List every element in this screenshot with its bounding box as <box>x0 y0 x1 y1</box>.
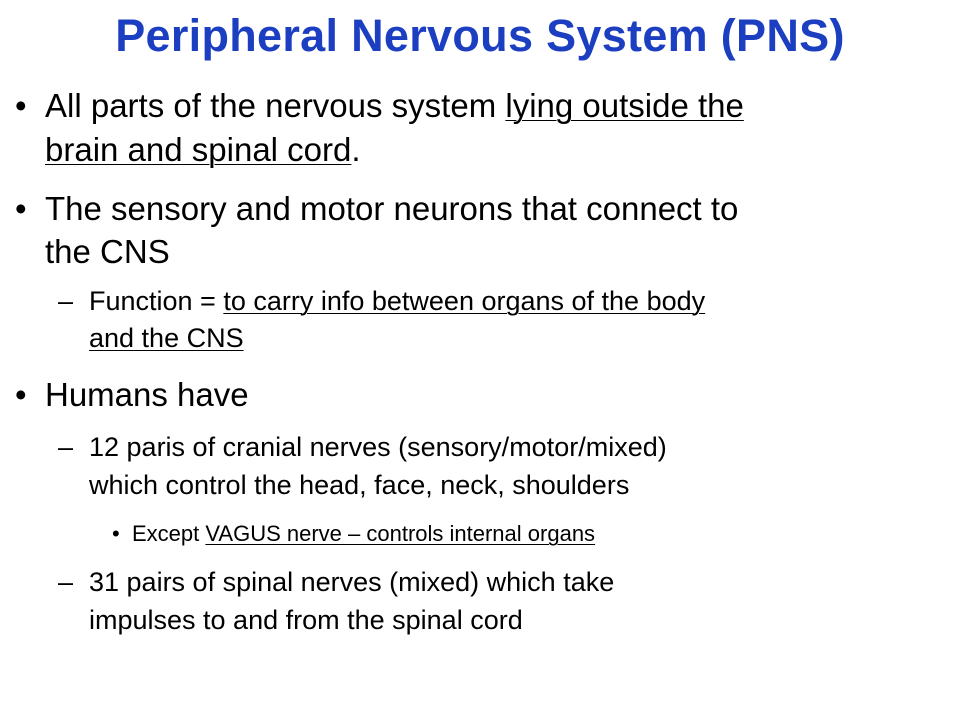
slide-title: Peripheral Nervous System (PNS) <box>115 10 845 61</box>
sub-bullet-text-line: Function = to carry info between organs … <box>89 283 705 319</box>
bullet-marker: • <box>112 521 120 546</box>
bullet-text: . <box>351 131 361 168</box>
sub-bullet-text: Function = <box>89 286 224 316</box>
sub-sub-bullet-text: Except <box>132 521 206 546</box>
bullet-text: All parts of the nervous system <box>45 87 506 124</box>
underlined-phrase: to carry info between organs of the body <box>223 286 706 316</box>
dash-marker: – <box>58 432 74 462</box>
sub-sub-bullet-text-line: Except VAGUS nerve – controls internal o… <box>132 519 595 549</box>
dash-marker: – <box>58 567 74 597</box>
dash-marker: – <box>58 286 74 316</box>
sub-bullet-text-line: and the CNS <box>89 320 244 356</box>
sub-bullet-text-line: 12 paris of cranial nerves (sensory/moto… <box>89 432 667 462</box>
underlined-phrase: lying outside the <box>505 87 744 124</box>
bullet-text-line: All parts of the nervous system lying ou… <box>45 84 744 128</box>
sub-bullet-text-line: which control the head, face, neck, shou… <box>89 470 630 500</box>
bullet-text-line: The sensory and motor neurons that conne… <box>45 190 739 227</box>
bullet-text-line: Humans have <box>45 376 249 413</box>
underlined-phrase: and the CNS <box>89 323 244 353</box>
underlined-phrase: brain and spinal cord <box>45 131 352 168</box>
sub-bullet-text-line: impulses to and from the spinal cord <box>89 605 523 635</box>
bullet-text-line: the CNS <box>45 233 170 270</box>
bullet-marker: • <box>15 190 27 227</box>
bullet-marker: • <box>15 376 27 413</box>
bullet-text-line: brain and spinal cord. <box>45 128 361 172</box>
sub-bullet-text-line: 31 pairs of spinal nerves (mixed) which … <box>89 567 615 597</box>
bullet-marker: • <box>15 87 27 124</box>
underlined-phrase: VAGUS nerve – controls internal organs <box>205 521 596 546</box>
